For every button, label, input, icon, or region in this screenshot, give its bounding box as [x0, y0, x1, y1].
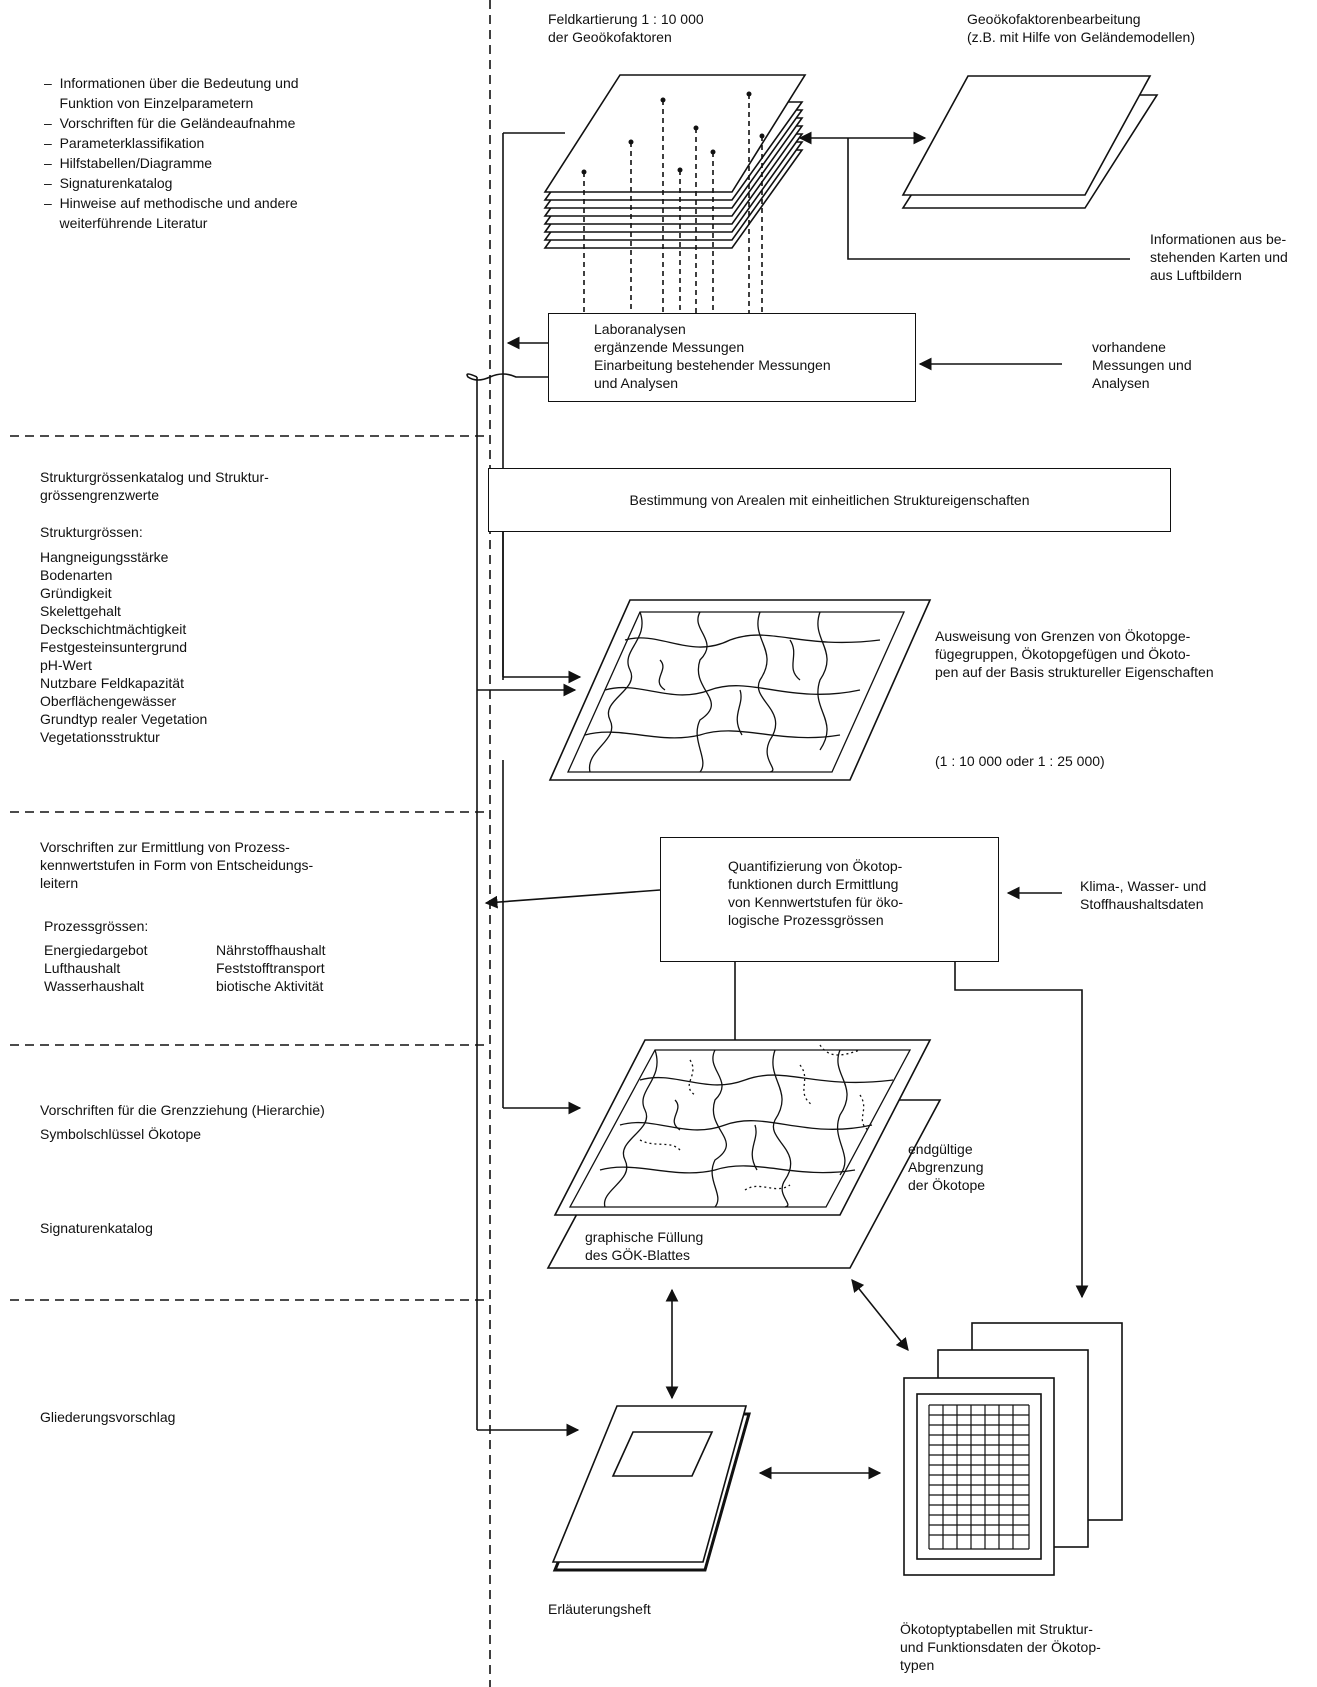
structure-size-list: Hangneigungsstärke Bodenarten Gründigkei… — [40, 549, 208, 745]
geofactor-processing-sheets — [901, 75, 1159, 209]
boundary-designation-text: Ausweisung von Grenzen von Ökotopge- füg… — [935, 628, 1214, 680]
final-delimitation-label: endgültige Abgrenzung der Ökotope — [908, 1141, 986, 1193]
section1-list: – Informationen über die Bedeutung und F… — [44, 75, 299, 231]
probe-lines — [583, 94, 763, 313]
process-size-column-2: Nährstoffhaushalt Feststofftransport bio… — [216, 942, 326, 994]
field-mapping-stack — [543, 74, 807, 249]
field-mapping-title: Feldkartierung 1 : 10 000 der Geoökofakt… — [548, 11, 704, 45]
section2-title: Strukturgrössenkatalog und Struktur- grö… — [40, 469, 269, 503]
lab-analysis-text: Laboranalysen ergänzende Messungen Einar… — [594, 321, 831, 391]
climate-data-label: Klima-, Wasser- und Stoffhaushaltsdaten — [1080, 878, 1207, 912]
scale-label: (1 : 10 000 oder 1 : 25 000) — [935, 753, 1105, 769]
process-size-column-1: Energiedargebot Lufthaushalt Wasserhaush… — [44, 942, 148, 994]
map-information-label: Informationen aus be- stehenden Karten u… — [1150, 231, 1288, 283]
final-map-cells — [568, 1049, 912, 1208]
signature-catalog-label: Signaturenkatalog — [40, 1220, 153, 1236]
geofactor-processing-title: Geoökofaktorenbearbeitung (z.B. mit Hilf… — [967, 11, 1195, 45]
section2-subtitle: Strukturgrössen: — [40, 524, 143, 540]
lab-analysis-box — [548, 313, 916, 402]
outline-proposal-label: Gliederungsvorschlag — [40, 1409, 176, 1425]
quantification-box — [660, 837, 999, 962]
structure-map-cells — [566, 611, 906, 773]
area-determination-text: Bestimmung von Arealen mit einheitlichen… — [629, 492, 1030, 508]
boundary-rules-label: Vorschriften für die Grenzziehung (Hiera… — [40, 1102, 325, 1118]
existing-measurements-label: vorhandene Messungen und Analysen — [1092, 339, 1192, 391]
section3-title: Vorschriften zur Ermittlung von Prozess-… — [40, 839, 314, 891]
quantification-text: Quantifizierung von Ökotop- funktionen d… — [728, 858, 904, 928]
symbol-key-label: Symbolschlüssel Ökotope — [40, 1126, 202, 1142]
section3-subtitle: Prozessgrössen: — [44, 918, 149, 934]
graphic-fill-label: graphische Füllung des GÖK-Blattes — [585, 1229, 704, 1263]
ecotope-tables-label: Ökotoptyptabellen mit Struktur- und Funk… — [900, 1621, 1101, 1673]
table-grid — [928, 1404, 1030, 1550]
explanation-booklet — [551, 1405, 751, 1572]
explanation-booklet-label: Erläuterungsheft — [548, 1601, 651, 1617]
final-map-dotted — [639, 1044, 869, 1191]
area-determination-box — [488, 468, 1171, 532]
